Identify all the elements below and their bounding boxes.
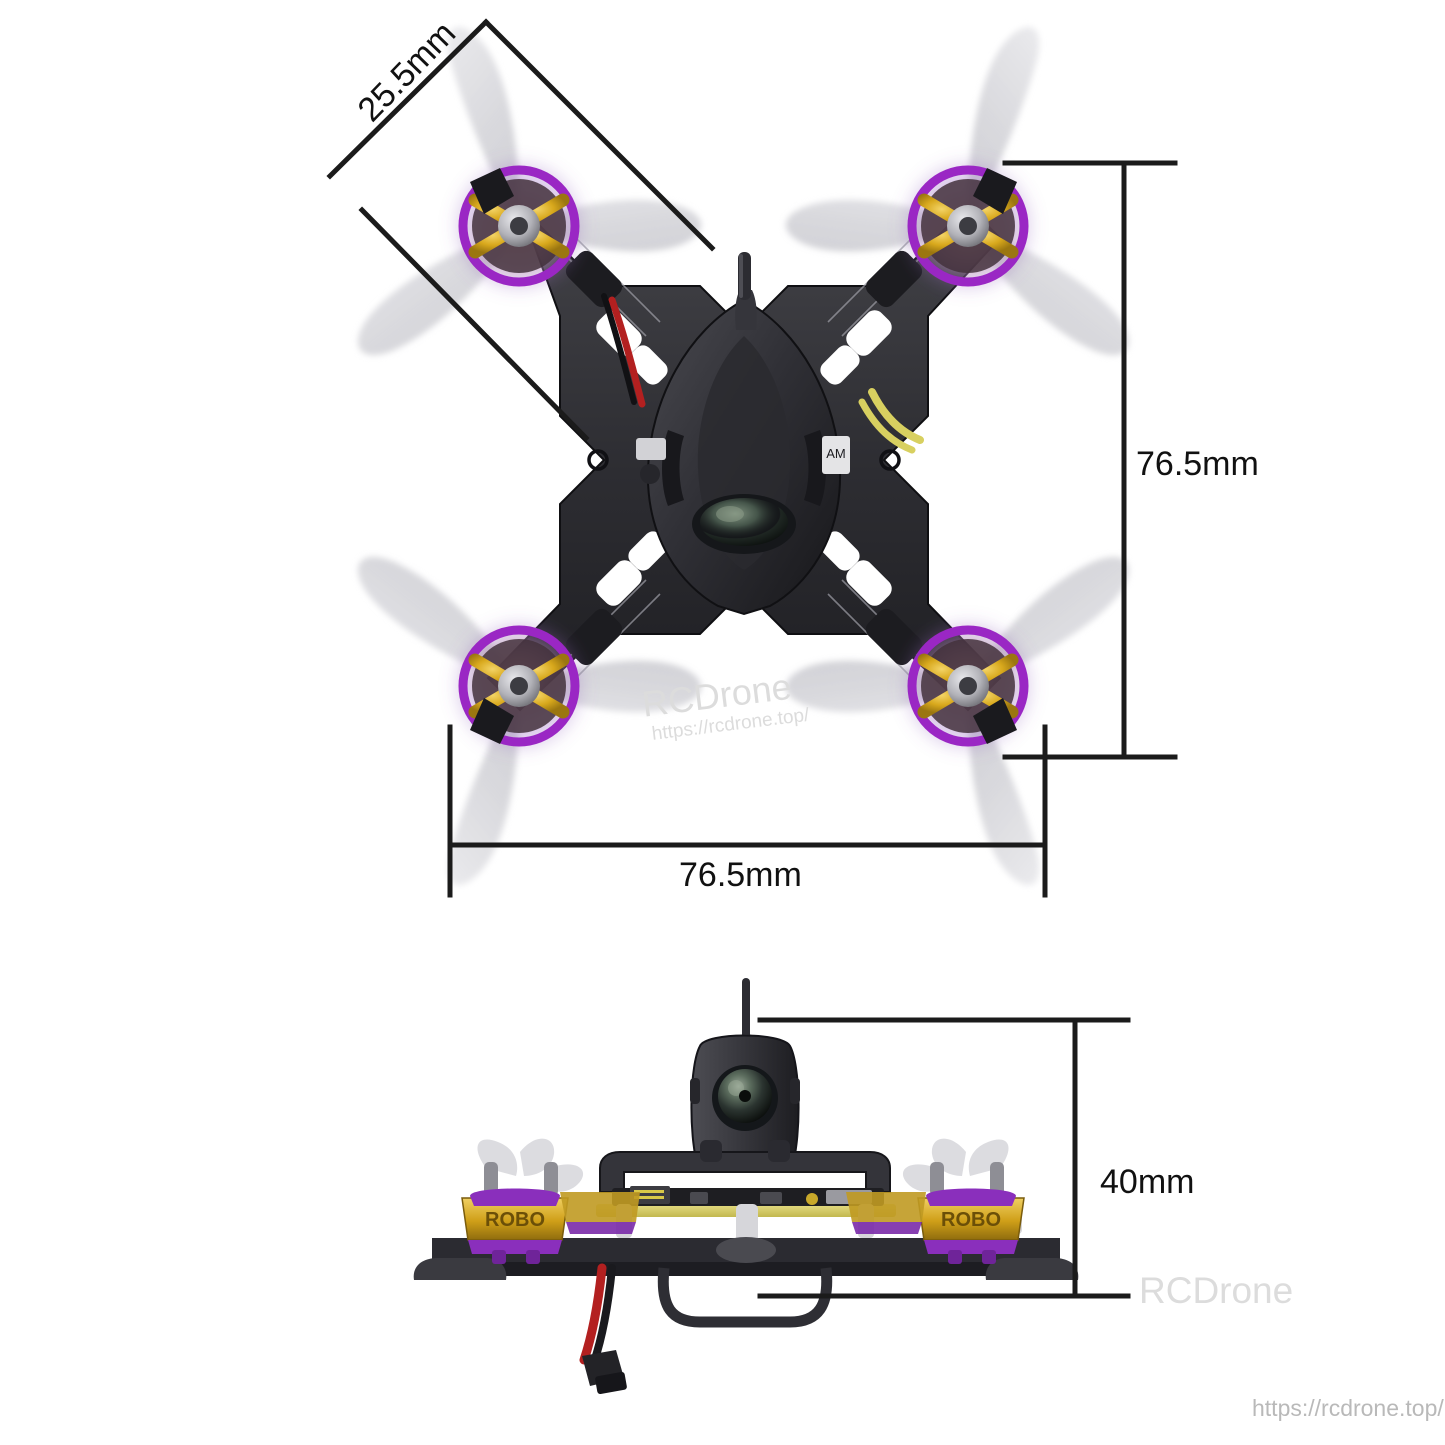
motor-nacelles (470, 168, 1017, 744)
side-motor-left: ROBO (461, 1162, 569, 1264)
side-lower-plate (432, 1237, 1060, 1276)
dimension-diagonal-25-5 (326, 18, 716, 442)
footer-url: https://rcdrone.top/ (1252, 1395, 1444, 1421)
dimension-horizontal-76-5 (447, 724, 1048, 898)
dimension-label-vertical: 76.5mm (1136, 445, 1259, 483)
dimension-label-height: 40mm (1100, 1163, 1195, 1201)
antenna-icon (735, 252, 757, 330)
wiring (601, 293, 924, 454)
dimension-vertical-76-5 (1002, 160, 1178, 760)
side-components: AM (636, 436, 850, 484)
side-inner-motors (560, 1192, 926, 1234)
svg-text:AM: AM (826, 446, 846, 461)
svg-text:ROBO: ROBO (485, 1209, 545, 1231)
side-camera-pod (690, 978, 800, 1169)
canopy-and-camera: AM (636, 252, 850, 616)
side-motor-right: ROBO (917, 1162, 1025, 1264)
camera-lens-icon (692, 494, 796, 554)
side-landing-feet (413, 1258, 1079, 1280)
dimension-height-40 (757, 1017, 1131, 1299)
svg-text:ROBO: ROBO (941, 1209, 1001, 1231)
watermark-side-view: RCDrone (1139, 1270, 1294, 1311)
side-upper-rail (599, 1140, 891, 1193)
dimension-label-horizontal: 76.5mm (679, 856, 802, 894)
side-battery-lead (579, 1263, 627, 1394)
